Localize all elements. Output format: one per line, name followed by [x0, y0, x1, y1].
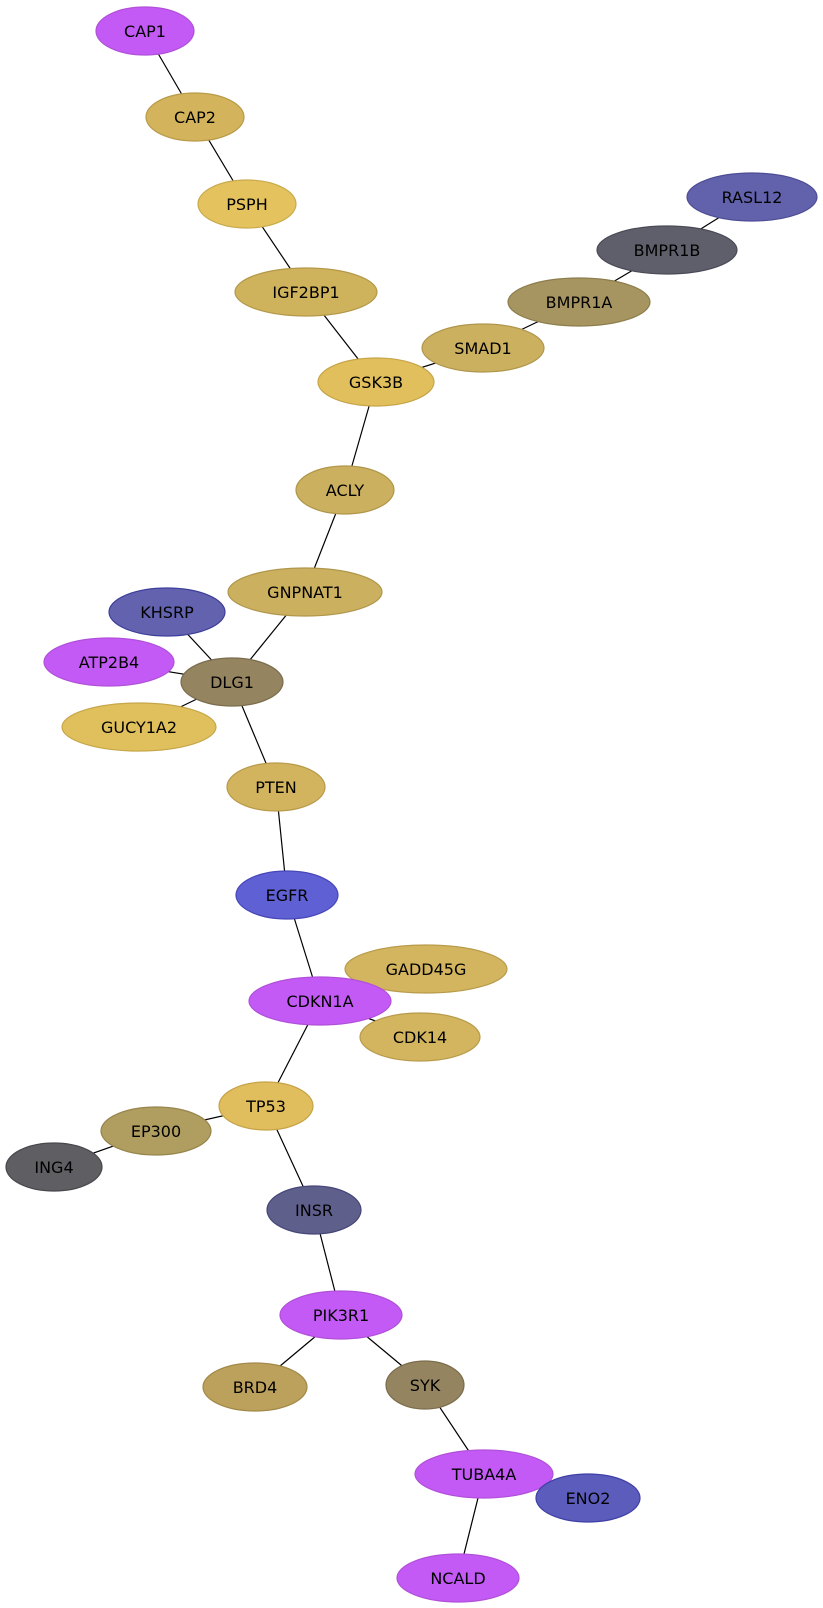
node-ing4[interactable]: ING4	[5, 1142, 103, 1192]
node-pik3r1[interactable]: PIK3R1	[279, 1290, 403, 1340]
node-bmpr1b[interactable]: BMPR1B	[596, 225, 738, 275]
node-ellipse[interactable]	[385, 1360, 465, 1410]
node-label: BMPR1A	[546, 293, 613, 312]
node-brd4[interactable]: BRD4	[202, 1362, 308, 1412]
node-label: CAP2	[174, 108, 216, 127]
node-label: PTEN	[255, 778, 297, 797]
node-ellipse[interactable]	[202, 1362, 308, 1412]
node-label: SYK	[410, 1376, 441, 1395]
node-psph[interactable]: PSPH	[197, 179, 297, 229]
node-ncald[interactable]: NCALD	[396, 1553, 520, 1603]
node-ellipse[interactable]	[535, 1473, 641, 1523]
node-rasl12[interactable]: RASL12	[686, 172, 818, 222]
node-gucy1a2[interactable]: GUCY1A2	[61, 702, 217, 752]
node-cdkn1a[interactable]: CDKN1A	[248, 976, 392, 1026]
node-label: CAP1	[124, 22, 166, 41]
node-label: ENO2	[566, 1489, 611, 1508]
node-ellipse[interactable]	[61, 702, 217, 752]
node-ellipse[interactable]	[414, 1449, 554, 1499]
node-ellipse[interactable]	[279, 1290, 403, 1340]
node-label: KHSRP	[140, 603, 194, 622]
node-ellipse[interactable]	[5, 1142, 103, 1192]
node-label: GSK3B	[349, 373, 403, 392]
node-cap2[interactable]: CAP2	[145, 92, 245, 142]
node-label: CDKN1A	[286, 992, 353, 1011]
node-label: ING4	[34, 1158, 73, 1177]
node-dlg1[interactable]: DLG1	[180, 657, 284, 707]
node-ellipse[interactable]	[218, 1081, 314, 1131]
node-ellipse[interactable]	[686, 172, 818, 222]
node-label: SMAD1	[454, 339, 511, 358]
node-ellipse[interactable]	[100, 1106, 212, 1156]
node-label: NCALD	[430, 1569, 485, 1588]
node-ellipse[interactable]	[248, 976, 392, 1026]
node-khsrp[interactable]: KHSRP	[108, 587, 226, 637]
node-label: TUBA4A	[451, 1465, 517, 1484]
node-bmpr1a[interactable]: BMPR1A	[507, 277, 651, 327]
node-gadd45g[interactable]: GADD45G	[344, 944, 508, 994]
node-ellipse[interactable]	[396, 1553, 520, 1603]
node-ellipse[interactable]	[507, 277, 651, 327]
node-ellipse[interactable]	[108, 587, 226, 637]
node-cap1[interactable]: CAP1	[95, 6, 195, 56]
node-label: BRD4	[233, 1378, 278, 1397]
node-label: ACLY	[326, 481, 365, 500]
node-ellipse[interactable]	[226, 762, 326, 812]
node-igf2bp1[interactable]: IGF2BP1	[234, 267, 378, 317]
node-label: CDK14	[393, 1028, 447, 1047]
node-egfr[interactable]: EGFR	[235, 870, 339, 920]
node-label: INSR	[295, 1201, 333, 1220]
node-label: BMPR1B	[634, 241, 701, 260]
node-ellipse[interactable]	[197, 179, 297, 229]
node-insr[interactable]: INSR	[266, 1185, 362, 1235]
node-ellipse[interactable]	[180, 657, 284, 707]
node-label: PSPH	[226, 195, 267, 214]
node-label: TP53	[245, 1097, 286, 1116]
node-label: PIK3R1	[313, 1306, 369, 1325]
node-atp2b4[interactable]: ATP2B4	[43, 637, 175, 687]
node-syk[interactable]: SYK	[385, 1360, 465, 1410]
node-label: GADD45G	[386, 960, 467, 979]
node-ellipse[interactable]	[43, 637, 175, 687]
node-ellipse[interactable]	[227, 567, 383, 617]
node-ellipse[interactable]	[95, 6, 195, 56]
node-label: IGF2BP1	[272, 283, 339, 302]
node-ellipse[interactable]	[234, 267, 378, 317]
node-ellipse[interactable]	[295, 465, 395, 515]
node-acly[interactable]: ACLY	[295, 465, 395, 515]
node-gsk3b[interactable]: GSK3B	[317, 357, 435, 407]
node-ellipse[interactable]	[596, 225, 738, 275]
node-label: RASL12	[722, 188, 783, 207]
node-label: GNPNAT1	[267, 583, 343, 602]
node-ellipse[interactable]	[235, 870, 339, 920]
node-ellipse[interactable]	[145, 92, 245, 142]
node-tp53[interactable]: TP53	[218, 1081, 314, 1131]
node-ellipse[interactable]	[266, 1185, 362, 1235]
node-eno2[interactable]: ENO2	[535, 1473, 641, 1523]
node-cdk14[interactable]: CDK14	[359, 1012, 481, 1062]
node-ellipse[interactable]	[359, 1012, 481, 1062]
node-pten[interactable]: PTEN	[226, 762, 326, 812]
node-label: GUCY1A2	[101, 718, 177, 737]
node-ep300[interactable]: EP300	[100, 1106, 212, 1156]
node-label: ATP2B4	[79, 653, 139, 672]
node-ellipse[interactable]	[344, 944, 508, 994]
node-smad1[interactable]: SMAD1	[421, 323, 545, 373]
node-label: DLG1	[210, 673, 254, 692]
node-gnpnat1[interactable]: GNPNAT1	[227, 567, 383, 617]
node-label: EP300	[131, 1122, 181, 1141]
node-ellipse[interactable]	[317, 357, 435, 407]
node-tuba4a[interactable]: TUBA4A	[414, 1449, 554, 1499]
node-label: EGFR	[266, 886, 309, 905]
node-ellipse[interactable]	[421, 323, 545, 373]
